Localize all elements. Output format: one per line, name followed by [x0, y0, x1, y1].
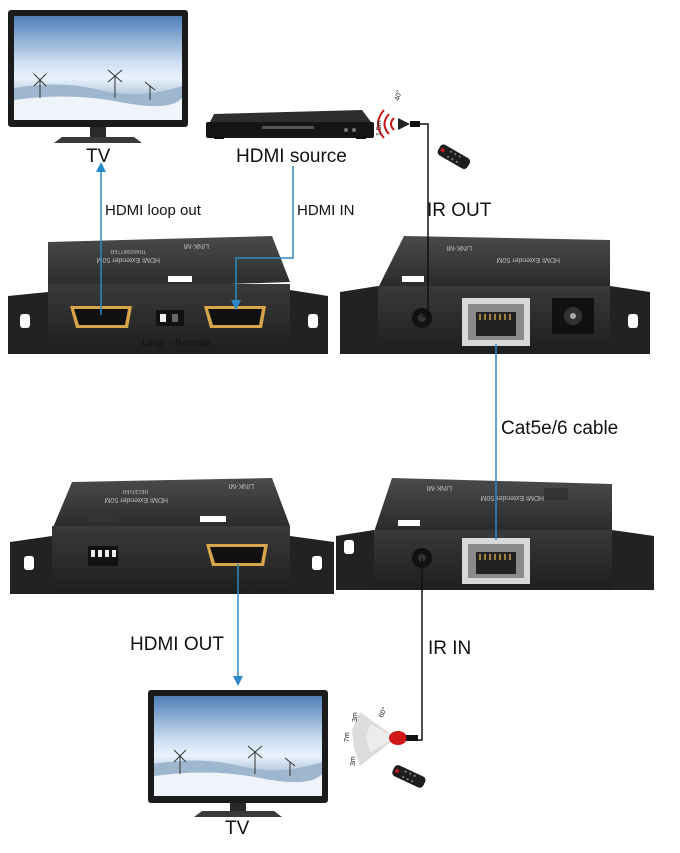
tx2-label-text: HDMI Extender 50M — [496, 256, 560, 263]
ir-out-cable — [420, 123, 429, 317]
hdmi-in-label: HDMI IN — [297, 202, 355, 219]
cable-label: Cat5e/6 cable — [501, 418, 619, 439]
tv-top-label: TV — [86, 146, 111, 167]
hdmi-source-label: HDMI source — [236, 146, 347, 167]
receiver-front-graphic: HDMI Extender 50M RECEIVER LINK-MI — [10, 478, 334, 594]
hdmi-out-label: HDMI OUT — [130, 634, 224, 655]
tv-bottom-label: TV — [225, 818, 250, 839]
transmitter-front-graphic: HDMI Extender 50M TRANSMITTER LINK-MI — [8, 236, 328, 354]
hdmi-out-arrow — [233, 676, 243, 686]
ir-receiver-graphic — [352, 712, 418, 766]
tv-top-graphic — [8, 10, 188, 143]
tx-sub-text: TRANSMITTER — [110, 248, 146, 254]
tx-label-text: HDMI Extender 50M — [96, 256, 160, 263]
connector-lines — [96, 123, 497, 741]
rx2-brand-text: LINK-MI — [426, 484, 452, 491]
hdmi-in-arrow — [231, 300, 241, 310]
transmitter-back-graphic: HDMI Extender 50M LINK-MI — [340, 236, 650, 354]
ir-in-label: IR IN — [428, 638, 472, 659]
ir-receiver-dist-bottom: 3m — [350, 756, 357, 766]
tx2-brand-text: LINK-MI — [446, 244, 472, 251]
hdmi-loop-out-label: HDMI loop out — [105, 202, 201, 219]
remote-label: Remote — [175, 338, 211, 349]
hdmi-in-line — [235, 166, 294, 304]
remote-bottom-graphic — [392, 765, 426, 788]
ir-receiver-dist-mid: 7m — [344, 732, 351, 742]
dvd-player-graphic — [206, 110, 374, 139]
rx2-label-text: HDMI Extender 50M — [480, 494, 544, 501]
ir-emitter-length: 1.5m — [376, 120, 383, 136]
rx-label-text: HDMI Extender 50M — [104, 496, 168, 503]
receiver-back-graphic: HDMI Extender 50M LINK-MI — [336, 478, 654, 590]
ir-out-label: IR OUT — [427, 200, 492, 221]
hdmi-loop-out-arrow — [96, 162, 106, 172]
remote-top-graphic — [437, 144, 471, 170]
rx-brand-text: LINK-MI — [228, 482, 254, 489]
loop-label: Loop — [142, 338, 165, 349]
tx-brand-text: LINK-MI — [183, 242, 209, 249]
ir-in-cable — [418, 558, 423, 741]
ir-emitter-graphic — [377, 109, 420, 139]
tv-bottom-graphic — [148, 690, 328, 817]
rx-sub-text: RECEIVER — [122, 488, 148, 494]
ir-receiver-dist-top: 3m — [352, 712, 359, 722]
